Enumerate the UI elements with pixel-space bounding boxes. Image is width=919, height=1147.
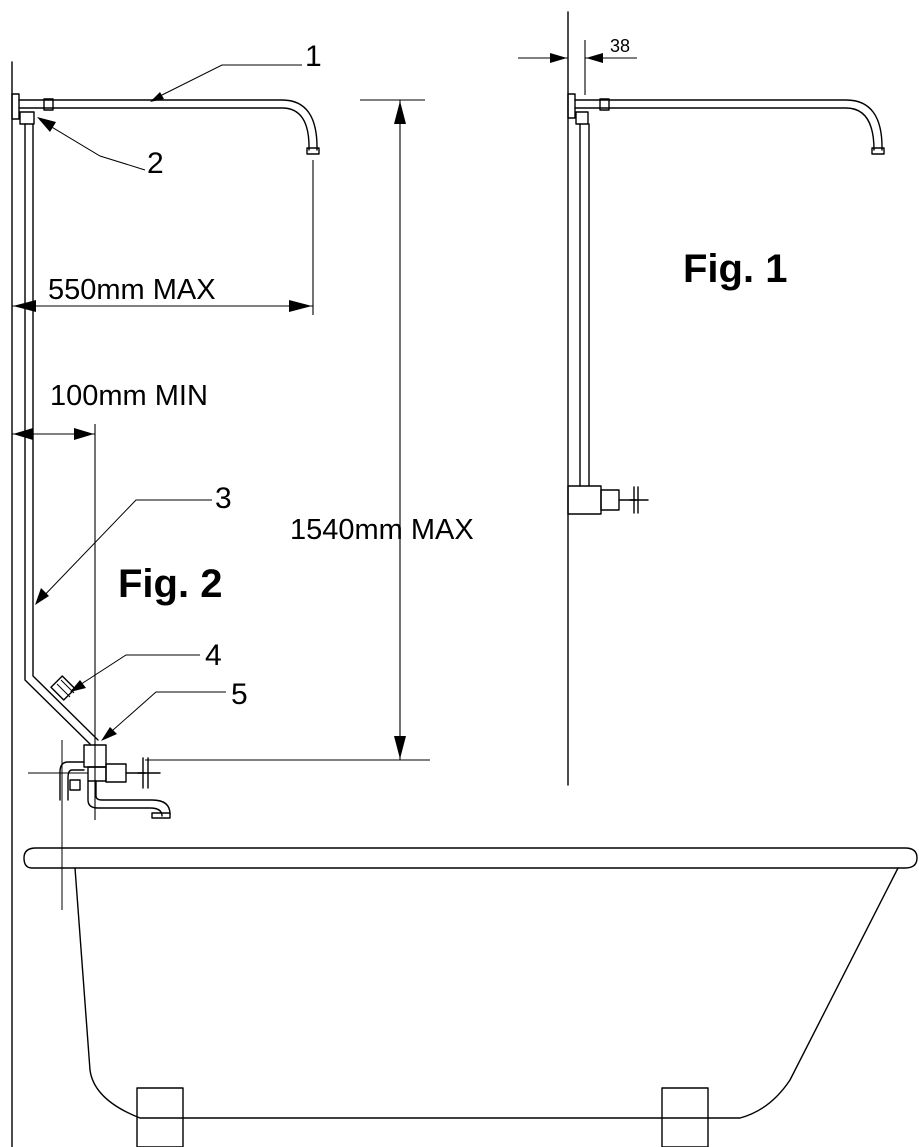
valve-bonnet <box>105 763 127 783</box>
union-fitting <box>19 111 35 125</box>
pipe-coupling <box>50 675 76 701</box>
fig1-assembly: 38 <box>518 11 885 786</box>
arm-joint <box>43 98 54 111</box>
callout-4: 4 <box>205 639 222 672</box>
fig2-assembly <box>11 61 320 1147</box>
clearance-dimension <box>12 424 96 820</box>
bathtub <box>23 740 918 1147</box>
callout-2: 2 <box>147 147 164 180</box>
reach-dimension <box>12 160 314 315</box>
bath-body <box>74 867 899 1119</box>
bath-foot-left <box>136 1087 184 1147</box>
callout-5: 5 <box>231 678 248 711</box>
offset-dimension: 38 <box>610 36 630 56</box>
shower-head <box>306 147 320 155</box>
shower-arm-fig1 <box>574 99 883 151</box>
max-reach-label: 550mm MAX <box>48 274 216 306</box>
fig2-title: Fig. 2 <box>118 562 222 606</box>
wall-flange <box>11 93 20 120</box>
leader-lines <box>35 64 302 741</box>
valve-body-fig1 <box>567 485 602 515</box>
bath-spout <box>87 780 171 817</box>
shower-head-fig1 <box>871 147 885 155</box>
callout-3: 3 <box>215 482 232 515</box>
height-dimension <box>145 99 430 761</box>
riser-pipe-fig1 <box>579 123 590 487</box>
fig1-title: Fig. 1 <box>683 247 787 291</box>
min-clearance-label: 100mm MIN <box>50 380 208 412</box>
bath-foot-right <box>661 1087 709 1147</box>
callout-1: 1 <box>305 40 322 73</box>
max-height-label: 1540mm MAX <box>290 514 474 546</box>
shower-arm <box>18 99 318 151</box>
bath-rim <box>23 847 918 869</box>
